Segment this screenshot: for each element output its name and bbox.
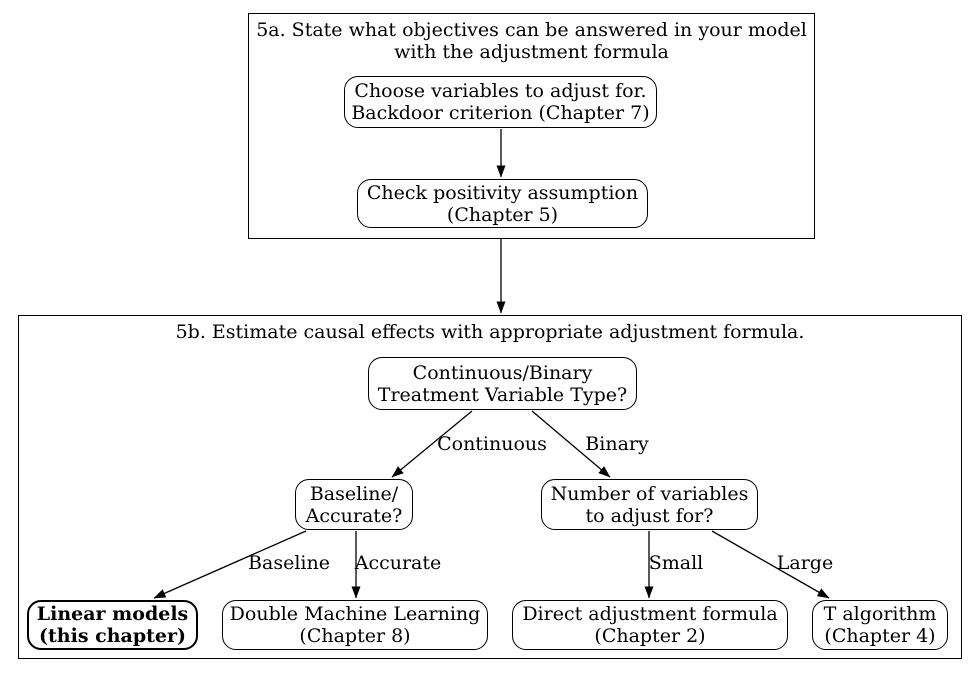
edge-label-accurate: Accurate <box>354 552 442 574</box>
node-choose-variables-line2: Backdoor criterion (Chapter 7) <box>351 102 650 124</box>
node-linear-models: Linear models (this chapter) <box>27 600 198 650</box>
node-t-algorithm-line1: T algorithm <box>823 603 937 625</box>
node-check-positivity: Check positivity assumption (Chapter 5) <box>357 179 648 228</box>
section-5b-box <box>18 315 962 659</box>
node-double-machine-learning: Double Machine Learning (Chapter 8) <box>222 600 488 650</box>
edge-label-baseline: Baseline <box>248 552 330 574</box>
node-double-machine-learning-line2: (Chapter 8) <box>299 625 411 647</box>
node-check-positivity-line2: (Chapter 5) <box>446 203 559 226</box>
edge-label-continuous: Continuous <box>437 433 547 455</box>
node-treatment-type-line1: Continuous/Binary <box>412 361 593 384</box>
node-direct-adjustment: Direct adjustment formula (Chapter 2) <box>512 600 788 650</box>
node-num-variables-line1: Number of variables <box>550 482 749 505</box>
node-linear-models-line1: Linear models <box>36 603 189 625</box>
section-5b-title: 5b. Estimate causal effects with appropr… <box>18 321 962 343</box>
node-baseline-accurate-line1: Baseline/ <box>309 482 399 505</box>
edge-label-small: Small <box>648 552 704 574</box>
node-direct-adjustment-line1: Direct adjustment formula <box>522 603 778 625</box>
node-choose-variables: Choose variables to adjust for. Backdoor… <box>344 76 657 128</box>
section-5b-title-line1: 5b. Estimate causal effects with appropr… <box>175 321 805 343</box>
node-choose-variables-line1: Choose variables to adjust for. <box>354 80 647 102</box>
node-baseline-accurate: Baseline/ Accurate? <box>295 479 413 530</box>
node-baseline-accurate-line2: Accurate? <box>305 504 403 527</box>
edge-label-binary: Binary <box>585 433 649 455</box>
node-t-algorithm-line2: (Chapter 4) <box>824 625 936 647</box>
node-num-variables: Number of variables to adjust for? <box>541 479 758 530</box>
node-num-variables-line2: to adjust for? <box>585 504 714 527</box>
section-5a-box <box>248 13 815 239</box>
node-treatment-type-line2: Treatment Variable Type? <box>377 383 628 406</box>
node-treatment-type: Continuous/Binary Treatment Variable Typ… <box>368 357 637 410</box>
node-linear-models-line2: (this chapter) <box>39 625 186 647</box>
section-5a-title-line2: with the adjustment formula <box>394 41 669 63</box>
edge-label-large: Large <box>776 552 834 574</box>
section-5a-title-line1: 5a. State what objectives can be answere… <box>256 19 807 41</box>
node-double-machine-learning-line1: Double Machine Learning <box>229 603 481 625</box>
node-check-positivity-line1: Check positivity assumption <box>366 181 639 204</box>
node-t-algorithm: T algorithm (Chapter 4) <box>812 600 948 650</box>
section-5a-title: 5a. State what objectives can be answere… <box>248 19 815 63</box>
node-direct-adjustment-line2: (Chapter 2) <box>594 625 706 647</box>
